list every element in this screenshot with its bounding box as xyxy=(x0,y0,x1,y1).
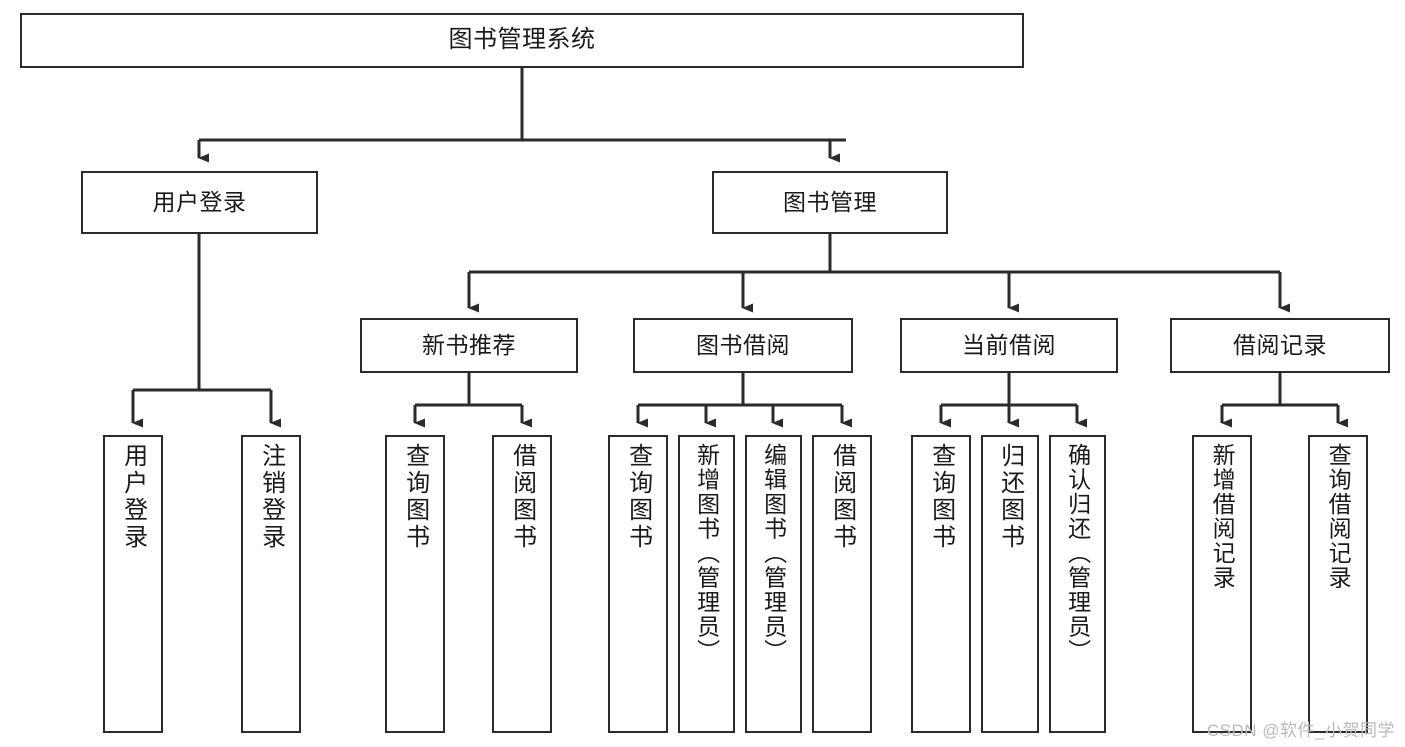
node-current-borrow[interactable]: 当前借阅 xyxy=(900,318,1118,373)
node-label: 归还图书 xyxy=(996,443,1024,551)
node-book-management[interactable]: 图书管理 xyxy=(712,171,948,234)
node-label: 新增借阅记录 xyxy=(1209,443,1236,590)
node-label: 用户登录 xyxy=(152,188,247,215)
node-leaf-query-book-borrow[interactable]: 查询图书 xyxy=(608,435,668,733)
node-leaf-add-book[interactable]: 新增图书（管理员） xyxy=(678,435,735,733)
node-new-book-recommend[interactable]: 新书推荐 xyxy=(360,318,578,373)
node-label: 借阅图书 xyxy=(828,443,856,551)
node-leaf-borrow-book[interactable]: 借阅图书 xyxy=(812,435,872,733)
node-label: 图书借阅 xyxy=(696,331,790,358)
node-label: 用户登录 xyxy=(119,443,147,551)
node-label: 确认归还（管理员） xyxy=(1064,443,1091,664)
node-leaf-borrow-book-recommend[interactable]: 借阅图书 xyxy=(492,435,552,733)
node-borrow-record[interactable]: 借阅记录 xyxy=(1170,318,1390,373)
node-user-login[interactable]: 用户登录 xyxy=(81,171,318,234)
node-leaf-confirm-return[interactable]: 确认归还（管理员） xyxy=(1049,435,1106,733)
node-leaf-return-book[interactable]: 归还图书 xyxy=(981,435,1039,733)
node-leaf-query-book-current[interactable]: 查询图书 xyxy=(911,435,971,733)
node-leaf-user-logout[interactable]: 注销登录 xyxy=(241,435,301,733)
node-label: 借阅图书 xyxy=(508,443,536,551)
node-label: 图书管理系统 xyxy=(448,26,596,54)
node-root-book-management-system[interactable]: 图书管理系统 xyxy=(20,13,1024,68)
csdn-watermark: CSDN @软件_小贺同学 xyxy=(1206,721,1395,740)
node-label: 查询图书 xyxy=(624,443,652,551)
node-leaf-user-login[interactable]: 用户登录 xyxy=(103,435,163,733)
node-leaf-edit-book[interactable]: 编辑图书（管理员） xyxy=(745,435,802,733)
node-label: 查询借阅记录 xyxy=(1325,443,1352,590)
node-label: 当前借阅 xyxy=(962,331,1056,358)
node-label: 查询图书 xyxy=(927,443,955,551)
node-label: 新增图书（管理员） xyxy=(693,443,720,664)
node-label: 注销登录 xyxy=(257,443,285,551)
node-book-borrow[interactable]: 图书借阅 xyxy=(633,318,853,373)
node-label: 图书管理 xyxy=(783,188,877,215)
node-label: 编辑图书（管理员） xyxy=(760,443,787,664)
node-label: 查询图书 xyxy=(401,443,429,551)
node-label: 新书推荐 xyxy=(422,331,516,358)
node-leaf-add-borrow-record[interactable]: 新增借阅记录 xyxy=(1192,435,1252,733)
node-leaf-query-borrow-record[interactable]: 查询借阅记录 xyxy=(1308,435,1368,733)
node-leaf-query-book-recommend[interactable]: 查询图书 xyxy=(385,435,445,733)
node-label: 借阅记录 xyxy=(1233,331,1327,358)
